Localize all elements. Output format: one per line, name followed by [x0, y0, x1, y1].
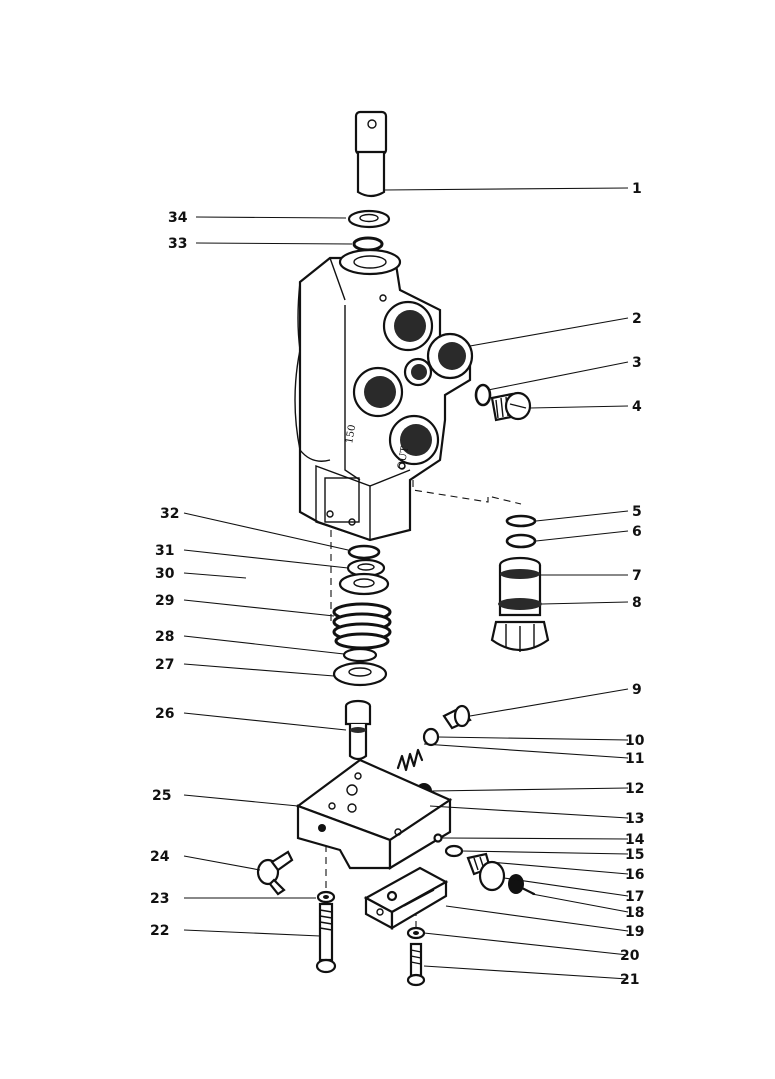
part-14-ball: [433, 833, 443, 843]
part-23-washer: [316, 890, 336, 904]
part-29-spring: [332, 602, 392, 650]
callout-16: 16: [625, 867, 644, 883]
leader-lines: [183, 187, 629, 980]
part-19-clamp-block: [363, 866, 449, 930]
callout-7: 7: [632, 568, 642, 584]
callout-12: 12: [625, 781, 644, 797]
part-28-washer: [342, 647, 378, 663]
part-7-8-cartridge: [490, 556, 550, 652]
centerline-body-cartridge: [412, 480, 522, 505]
callout-14: 14: [625, 832, 645, 848]
part-4-plug: [490, 391, 532, 422]
callout-11: 11: [625, 751, 644, 767]
callout-23: 23: [150, 891, 169, 907]
callout-6: 6: [632, 524, 642, 540]
part-3-o-ring: [474, 383, 492, 407]
part-9-adjuster: [442, 704, 472, 730]
part-33-o-ring: [352, 236, 384, 252]
part-5-o-ring: [505, 514, 537, 528]
callout-29: 29: [155, 593, 174, 609]
part-1-spool-lever: [354, 110, 388, 198]
callout-17: 17: [625, 889, 644, 905]
callout-5: 5: [632, 504, 642, 520]
callout-26: 26: [155, 706, 174, 722]
part-25-end-cap: [295, 758, 453, 870]
callout-19: 19: [625, 924, 644, 940]
callout-18: 18: [625, 905, 644, 921]
callout-8: 8: [632, 595, 642, 611]
callout-4: 4: [632, 399, 642, 415]
part-22-bolt: [315, 902, 337, 974]
callout-27: 27: [155, 657, 174, 673]
part-21-bolt: [406, 942, 426, 987]
callout-32: 32: [160, 506, 179, 522]
callout-20: 20: [620, 948, 640, 964]
callout-10: 10: [625, 733, 645, 749]
callout-22: 22: [150, 923, 169, 939]
callout-34: 34: [168, 210, 188, 226]
svg-text:150: 150: [344, 424, 358, 445]
part-17-cap: [478, 860, 524, 894]
callout-15: 15: [625, 847, 644, 863]
part-18-pin: [520, 886, 536, 896]
callout-30: 30: [155, 566, 175, 582]
part-6-o-ring: [505, 533, 537, 549]
part-26-spool-end: [344, 699, 372, 761]
callout-labels: 1 2 3 4 5 6 7 8 9 10 11 12 13 14 15 16 1…: [150, 181, 645, 988]
callout-3: 3: [632, 355, 642, 371]
part-27-spring-seat: [332, 661, 388, 687]
callout-1: 1: [632, 181, 642, 197]
callout-33: 33: [168, 236, 187, 252]
part-24-fitting: [256, 850, 294, 896]
part-15-poppet: [444, 844, 464, 858]
callout-31: 31: [155, 543, 174, 559]
callout-24: 24: [150, 849, 170, 865]
callout-9: 9: [632, 682, 642, 698]
part-32-o-ring: [347, 544, 381, 560]
callout-28: 28: [155, 629, 174, 645]
callout-13: 13: [625, 811, 644, 827]
callout-25: 25: [152, 788, 171, 804]
part-30-spring-seat: [338, 572, 390, 596]
part-10-nut: [422, 727, 440, 747]
part-20-washer: [406, 926, 426, 940]
part-11-spring: [396, 748, 424, 772]
callout-2: 2: [632, 311, 642, 327]
part-2-valve-body: 150 OUT: [294, 248, 474, 542]
part-34-washer: [347, 209, 391, 229]
callout-21: 21: [620, 972, 639, 988]
